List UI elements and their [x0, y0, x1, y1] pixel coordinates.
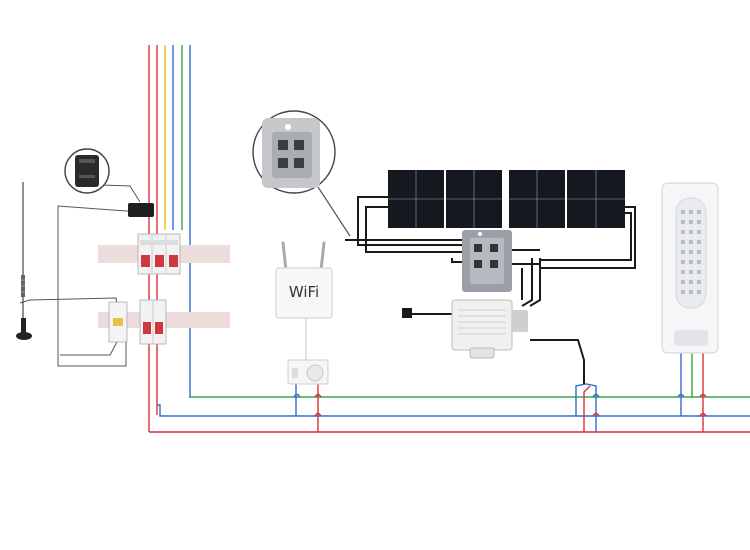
ct-clamp-icon [64, 148, 154, 217]
blue-distribution-wire [157, 404, 750, 417]
antenna-icon [16, 182, 32, 340]
solar-panel-icon [446, 170, 502, 228]
inverter-blue-branch-wire [575, 383, 597, 432]
wall-socket-icon [287, 359, 329, 385]
dc-junction-box-icon [462, 230, 512, 292]
inverter-red-branch-wire [583, 385, 591, 432]
wifi-router-icon: WiFi [275, 241, 333, 319]
solar-panel-icon [567, 170, 625, 228]
grid-wiring [148, 45, 750, 433]
microinverter-icon [402, 299, 528, 359]
connector-zoom-icon [252, 110, 351, 237]
single-circuit-breaker-icon [108, 299, 167, 345]
battery-storage-icon [661, 182, 719, 354]
solar-panel-icon [388, 170, 444, 228]
monitor-cable [19, 184, 141, 367]
solar-panel-array [388, 170, 625, 228]
double-circuit-breaker-icon [137, 233, 181, 275]
wifi-router-label: WiFi [289, 283, 319, 301]
solar-panel-icon [509, 170, 565, 228]
